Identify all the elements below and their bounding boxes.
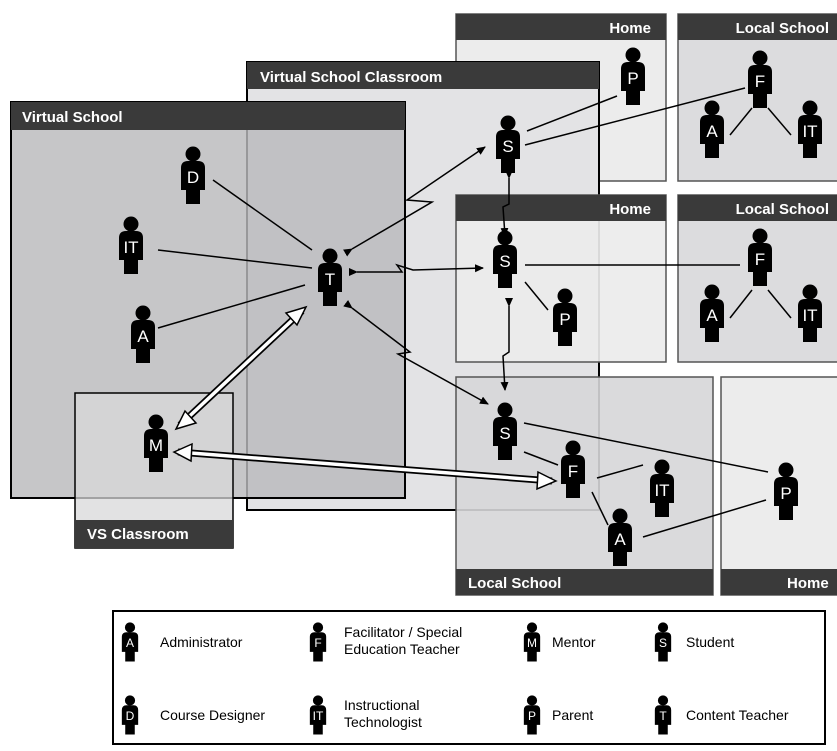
content-teacher-icon: T <box>654 695 672 735</box>
facilitator-icon: F <box>748 228 772 286</box>
administrator-icon: A <box>608 508 632 566</box>
legend-entry: Parent <box>552 707 593 723</box>
student-icon: S <box>654 622 672 662</box>
person-letter: P <box>559 310 570 329</box>
legend-label: Content Teacher <box>686 707 789 723</box>
person-letter: D <box>187 168 199 187</box>
mentor-links <box>172 305 558 491</box>
region-label: Virtual School <box>22 109 123 126</box>
administrator-icon: A <box>700 284 724 342</box>
legend-label: Mentor <box>552 634 596 650</box>
person-letter: IT <box>802 306 817 325</box>
parent-icon: P <box>523 695 541 735</box>
person-letter: F <box>755 250 765 269</box>
connections <box>157 87 792 538</box>
administrator-icon: A <box>700 100 724 158</box>
person-letter: IT <box>802 122 817 141</box>
person-letter: S <box>659 636 667 650</box>
student-icon: S <box>493 402 517 460</box>
person-letter: S <box>499 424 510 443</box>
legend-entry: Administrator <box>160 634 243 650</box>
parent-icon: P <box>553 288 577 346</box>
person-letter: A <box>614 530 626 549</box>
region-label: Local School <box>468 575 561 592</box>
legend-label: Parent <box>552 707 593 723</box>
person-letter: F <box>755 72 765 91</box>
parent-icon: P <box>621 47 645 105</box>
region-label: Local School <box>736 201 829 218</box>
person-letter: IT <box>313 709 324 723</box>
region-label: Home <box>787 575 829 592</box>
legend-label: Instructional <box>344 697 419 713</box>
person-letter: M <box>527 636 537 650</box>
facilitator-icon: F <box>309 622 327 662</box>
facilitator-icon: F <box>748 50 772 108</box>
legend-label: Student <box>686 634 734 650</box>
person-letter: F <box>314 636 321 650</box>
region-local-school-bottom: Local School <box>455 376 714 596</box>
person-letter: IT <box>123 238 138 257</box>
legend-label: Course Designer <box>160 707 265 723</box>
person-letter: P <box>780 484 791 503</box>
region-home-bottom: Home <box>720 376 837 596</box>
instructional-technologist-icon: IT <box>650 459 674 517</box>
person-letter: P <box>627 69 638 88</box>
mentor-icon: M <box>523 622 541 662</box>
person-letter: T <box>659 709 667 723</box>
administrator-icon: A <box>121 622 139 662</box>
administrator-icon: A <box>131 305 155 363</box>
legend-entry: Course Designer <box>160 707 265 723</box>
legend-label: Education Teacher <box>344 641 460 657</box>
instructional-technologist-icon: IT <box>798 284 822 342</box>
person-letter: A <box>126 636 134 650</box>
person-letter: A <box>706 122 718 141</box>
mentor-icon: M <box>144 414 168 472</box>
facilitator-icon: F <box>561 440 585 498</box>
person-letter: A <box>706 306 718 325</box>
person-letter: P <box>528 709 536 723</box>
instructional-technologist-icon: IT <box>798 100 822 158</box>
legend-entry: Student <box>686 634 734 650</box>
parent-icon: P <box>774 462 798 520</box>
region-label: Home <box>609 20 651 37</box>
legend-entry: Content Teacher <box>686 707 789 723</box>
legend: A Administrator F Facilitator / SpecialEduc… <box>112 610 826 745</box>
region-label: Local School <box>736 20 829 37</box>
person-letter: F <box>568 462 578 481</box>
person-letter: D <box>126 709 135 723</box>
student-icon: S <box>493 230 517 288</box>
course-designer-icon: D <box>181 146 205 204</box>
legend-label: Facilitator / Special <box>344 624 462 640</box>
legend-label: Administrator <box>160 634 243 650</box>
region-label: Virtual School Classroom <box>260 69 442 86</box>
student-icon: S <box>496 115 520 173</box>
person-letter: S <box>499 252 510 271</box>
people: D IT A M T P S F A IT S P F A IT S F IT A P <box>119 47 822 566</box>
legend-entry: Mentor <box>552 634 596 650</box>
legend-label: Technologist <box>344 714 422 730</box>
person-letter: IT <box>654 481 669 500</box>
content-teacher-icon: T <box>318 248 342 306</box>
instructional-technologist-icon: IT <box>119 216 143 274</box>
person-letter: T <box>325 270 335 289</box>
region-label: Home <box>609 201 651 218</box>
person-letter: M <box>149 436 163 455</box>
person-letter: A <box>137 327 149 346</box>
instructional-technologist-icon: IT <box>309 695 327 735</box>
person-letter: S <box>502 137 513 156</box>
region-label: VS Classroom <box>87 526 189 543</box>
course-designer-icon: D <box>121 695 139 735</box>
